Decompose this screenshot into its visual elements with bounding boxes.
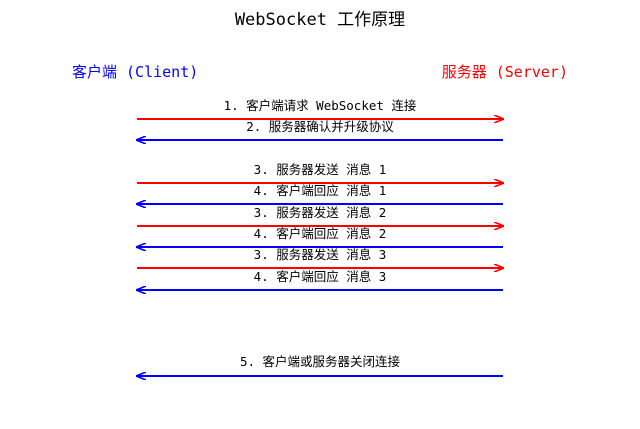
message-label-7: 3. 服务器发送 消息 3: [254, 247, 387, 262]
client-label: 客户端 (Client): [72, 63, 198, 81]
message-label-9: 5. 客户端或服务器关闭连接: [240, 354, 401, 369]
diagram-title: WebSocket 工作原理: [235, 10, 405, 30]
message-label-4: 4. 客户端回应 消息 1: [254, 183, 387, 198]
message-label-6: 4. 客户端回应 消息 2: [254, 226, 387, 241]
message-list: 1. 客户端请求 WebSocket 连接 2. 服务器确认并升级协议 3. 服务器…: [137, 98, 503, 376]
message-label-5: 3. 服务器发送 消息 2: [254, 205, 387, 220]
message-label-2: 2. 服务器确认并升级协议: [246, 119, 394, 134]
message-label-3: 3. 服务器发送 消息 1: [254, 162, 387, 177]
message-label-1: 1. 客户端请求 WebSocket 连接: [224, 98, 417, 113]
message-label-8: 4. 客户端回应 消息 3: [254, 269, 387, 284]
server-label: 服务器 (Server): [442, 63, 568, 81]
